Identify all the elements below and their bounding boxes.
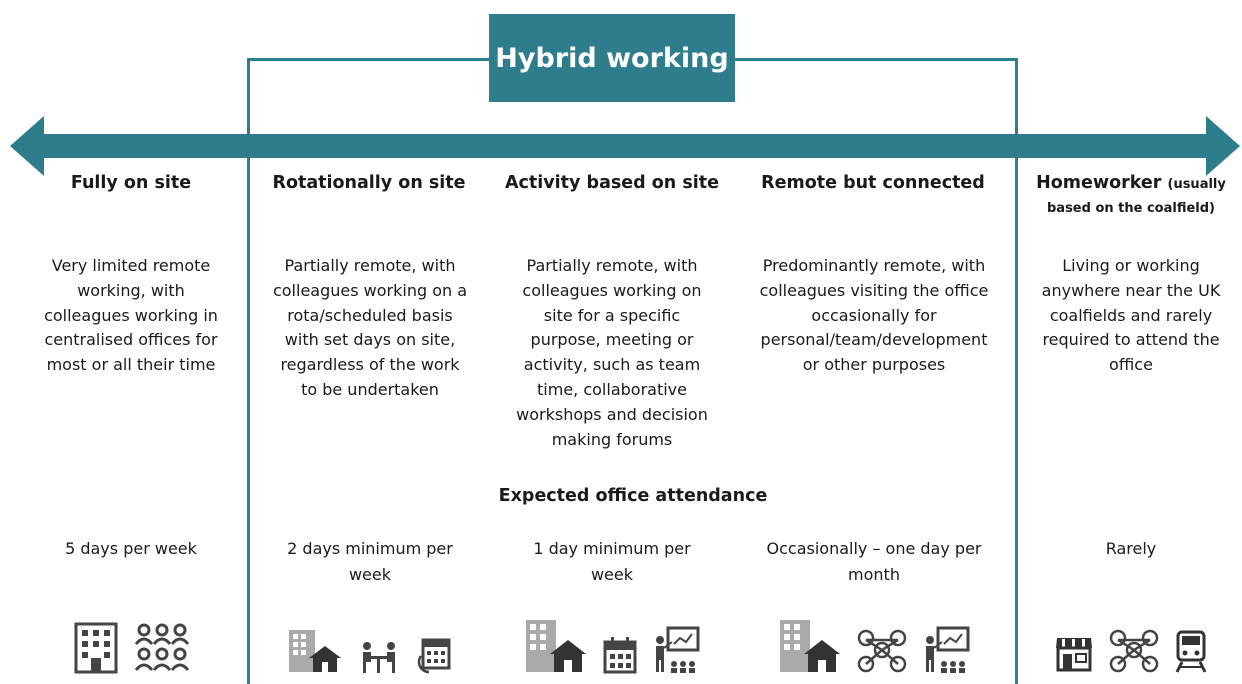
expected-office-attendance-label: Expected office attendance: [498, 486, 768, 506]
icons-remote: [736, 616, 1012, 674]
attendance-remote: Occasionally – one day per month: [736, 536, 1012, 588]
column-title-rotationally: Rotationally on site: [256, 170, 482, 196]
attendance-line: Rarely: [1105, 539, 1157, 558]
office-home-icon: [289, 630, 341, 672]
bracket-left-line: [247, 58, 250, 684]
calendar-rotation-icon: [417, 638, 451, 674]
desc-line: colleagues visiting the office: [759, 280, 989, 300]
homeworker-subtitle: based on the coalfield): [1046, 201, 1215, 216]
bracket-top-right-line: [735, 58, 1018, 61]
column-title-fully-on-site: Fully on site: [20, 170, 242, 196]
desc-line: working, with: [77, 280, 185, 300]
column-title-remote: Remote but connected: [742, 170, 1004, 196]
activity-title: Activity based on site: [504, 173, 720, 193]
desc-line: activity, such as team: [523, 355, 701, 375]
desk-meeting-icon: [363, 642, 395, 673]
description-activity: Partially remote, with colleagues workin…: [496, 254, 728, 452]
network-people-icon: [1109, 629, 1159, 673]
desc-line: Partially remote, with: [284, 256, 456, 275]
icons-homeworker: [1022, 616, 1240, 674]
description-homeworker: Living or working anywhere near the UK c…: [1022, 254, 1240, 378]
bracket-right-line: [1015, 58, 1018, 684]
desc-line: Partially remote, with: [526, 256, 698, 275]
desc-line: Predominantly remote, with: [762, 256, 986, 275]
desc-line: colleagues working in: [44, 305, 218, 325]
fully-on-site-title: Fully on site: [70, 173, 192, 193]
presentation-icon: [926, 626, 970, 673]
desc-line: time, collaborative: [537, 379, 687, 399]
description-rotationally: Partially remote, with colleagues workin…: [254, 254, 486, 403]
desc-line: or other purposes: [802, 355, 946, 375]
presentation-icon: [656, 626, 700, 673]
desc-line: workshops and decision: [516, 404, 708, 424]
desc-line: required to attend the: [1042, 330, 1220, 350]
rotationally-title: Rotationally on site: [272, 173, 466, 193]
desc-line: site for a specific: [543, 305, 681, 325]
office-building-icon: [74, 622, 118, 674]
hybrid-working-title: Hybrid working: [489, 14, 735, 102]
attendance-line: week: [590, 565, 634, 584]
desc-line: coalfields and rarely: [1049, 305, 1213, 325]
attendance-homeworker: Rarely: [1022, 536, 1240, 562]
icons-rotationally: [254, 616, 486, 674]
column-title-activity: Activity based on site: [492, 170, 732, 196]
icons-fully-on-site: [16, 616, 246, 674]
description-remote: Predominantly remote, with colleagues vi…: [736, 254, 1012, 378]
desc-line: anywhere near the UK: [1041, 280, 1221, 300]
desc-line: centralised offices for: [44, 330, 218, 350]
description-fully-on-site: Very limited remote working, with collea…: [16, 254, 246, 378]
desc-line: personal/team/development: [760, 330, 988, 350]
desc-line: purpose, meeting or: [530, 330, 694, 350]
desc-line: colleagues working on a: [272, 280, 468, 300]
attendance-fully-on-site: 5 days per week: [16, 536, 246, 562]
desc-line: occasionally for: [811, 305, 937, 325]
desc-line: regardless of the work: [280, 355, 460, 375]
desc-line: making forums: [551, 429, 673, 449]
homeworker-title: Homeworker (usually: [1022, 170, 1240, 198]
calendar-icon: [603, 637, 637, 674]
attendance-line: 5 days per week: [65, 539, 197, 558]
attendance-line: 2 days minimum per: [287, 539, 453, 558]
office-home-icon: [526, 620, 586, 672]
desc-line: most or all their time: [46, 355, 216, 375]
office-home-icon: [780, 620, 840, 672]
bracket-top-left-line: [247, 58, 489, 61]
attendance-line: Occasionally – one day per: [766, 539, 982, 558]
attendance-rotationally: 2 days minimum per week: [254, 536, 486, 588]
desc-line: colleagues working on: [522, 280, 702, 300]
spectrum-double-arrow: [10, 116, 1240, 176]
homeworker-title-main: Homeworker: [1036, 173, 1162, 193]
people-group-icon: [134, 623, 190, 671]
shop-icon: [1056, 638, 1092, 672]
network-people-icon: [857, 629, 907, 673]
column-title-homeworker: Homeworker (usually based on the coalfie…: [1022, 170, 1240, 220]
desc-line: rota/scheduled basis: [287, 305, 453, 325]
desc-line: Very limited remote: [51, 256, 211, 275]
train-icon: [1175, 630, 1207, 673]
attendance-line: month: [848, 565, 900, 584]
desc-line: office: [1109, 355, 1153, 375]
attendance-line: week: [348, 565, 392, 584]
hybrid-working-label: Hybrid working: [495, 42, 729, 74]
remote-title: Remote but connected: [761, 173, 985, 193]
desc-line: with set days on site,: [284, 330, 456, 350]
icons-activity: [496, 616, 728, 674]
attendance-activity: 1 day minimum per week: [496, 536, 728, 588]
desc-line: to be undertaken: [301, 379, 439, 399]
desc-line: Living or working: [1062, 256, 1200, 275]
homeworker-title-suffix: (usually: [1167, 177, 1226, 192]
attendance-line: 1 day minimum per: [533, 539, 691, 558]
